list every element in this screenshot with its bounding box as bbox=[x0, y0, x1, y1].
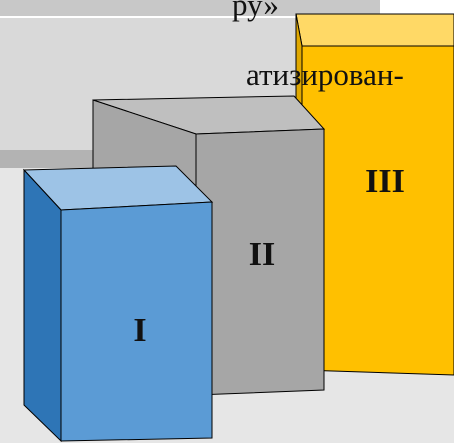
block-3-label: III bbox=[365, 163, 405, 200]
slide-text-line-2: атизирован- bbox=[246, 57, 404, 92]
block-1-label: I bbox=[133, 312, 146, 349]
block-1-side bbox=[23, 168, 62, 443]
block-2-label: II bbox=[249, 236, 275, 273]
slide-text-line-1: ру́» bbox=[232, 0, 279, 22]
block-3-top bbox=[295, 13, 454, 47]
slide-panel-top bbox=[0, 0, 380, 16]
block-1-front bbox=[60, 201, 213, 442]
block-1: I bbox=[22, 165, 214, 443]
block-3-front bbox=[301, 45, 454, 376]
